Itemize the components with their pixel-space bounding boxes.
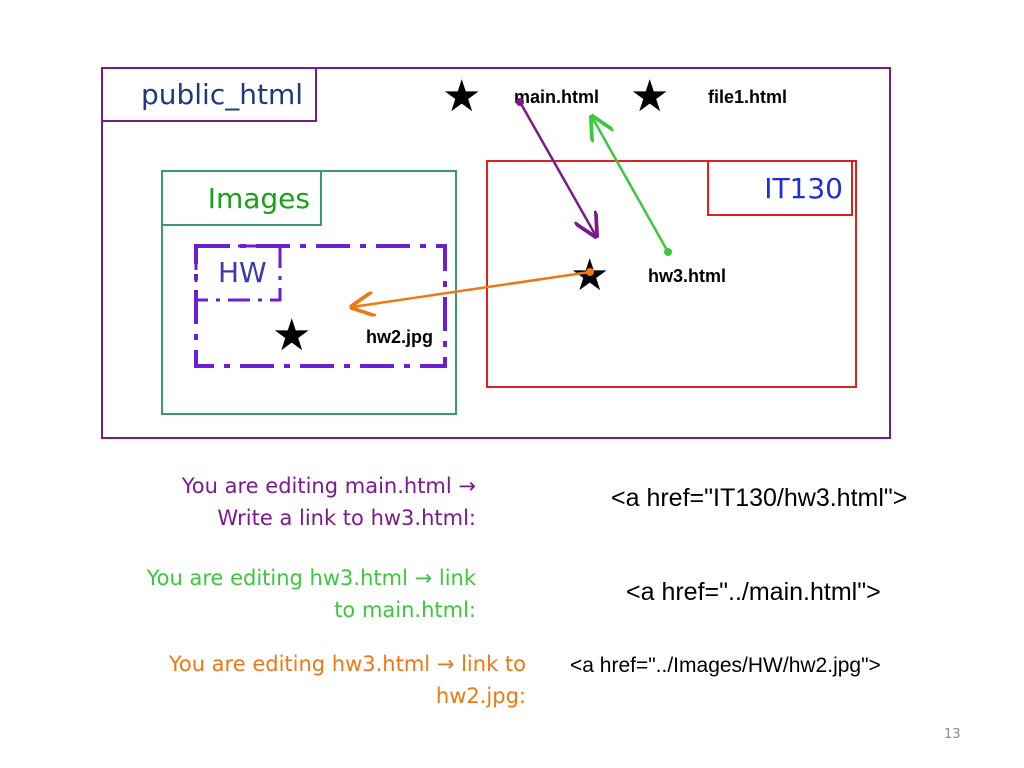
exercise-3-prompt: You are editing hw3.html → link to hw2.j…: [46, 648, 526, 712]
hw3-html-label: hw3.html: [648, 266, 727, 286]
hw2-jpg-star-icon: ★: [272, 310, 312, 361]
public-html-folder: [101, 67, 891, 439]
exercise-1-line2: Write a link to hw3.html:: [217, 506, 476, 530]
exercise-3-answer: <a href="../Images/HW/hw2.jpg">: [570, 654, 881, 677]
file1-html-label: file1.html: [708, 87, 788, 107]
exercise-3-line1: You are editing hw3.html → link to: [168, 652, 526, 676]
page-number: 13: [944, 727, 961, 742]
exercise-2-line2: to main.html:: [334, 598, 476, 622]
images-label: Images: [207, 181, 310, 215]
it130-label: IT130: [764, 171, 843, 205]
public-html-label: public_html: [140, 78, 303, 111]
file1-html-star-icon: ★: [630, 71, 670, 122]
exercise-1-answer: <a href="IT130/hw3.html">: [611, 484, 908, 512]
exercise-2-prompt: You are editing hw3.html → link to main.…: [36, 562, 476, 626]
exercise-2-line1: You are editing hw3.html → link: [146, 566, 476, 590]
main-html-star-icon: ★: [442, 71, 482, 122]
hw-folder: [194, 244, 447, 368]
exercise-1-line1: You are editing main.html →: [181, 474, 476, 498]
arrow-hw3-to-hw2: [352, 268, 594, 307]
hw2-jpg-label: hw2.jpg: [366, 327, 433, 347]
exercise-1-prompt: You are editing main.html → Write a link…: [56, 470, 476, 534]
exercise-3-line2: hw2.jpg:: [435, 684, 526, 708]
arrow-main-to-hw3: [516, 98, 596, 236]
it130-label-box: IT130: [707, 160, 853, 216]
hw-label: HW: [218, 256, 267, 289]
public-html-label-box: public_html: [101, 67, 317, 122]
main-html-label: main.html: [514, 87, 600, 107]
it130-folder: [486, 160, 857, 388]
images-label-box: Images: [161, 170, 322, 226]
link-arrows: [0, 98, 672, 460]
exercise-2-answer: <a href="../main.html">: [626, 578, 881, 606]
arrow-hw3-to-main: [592, 117, 672, 256]
